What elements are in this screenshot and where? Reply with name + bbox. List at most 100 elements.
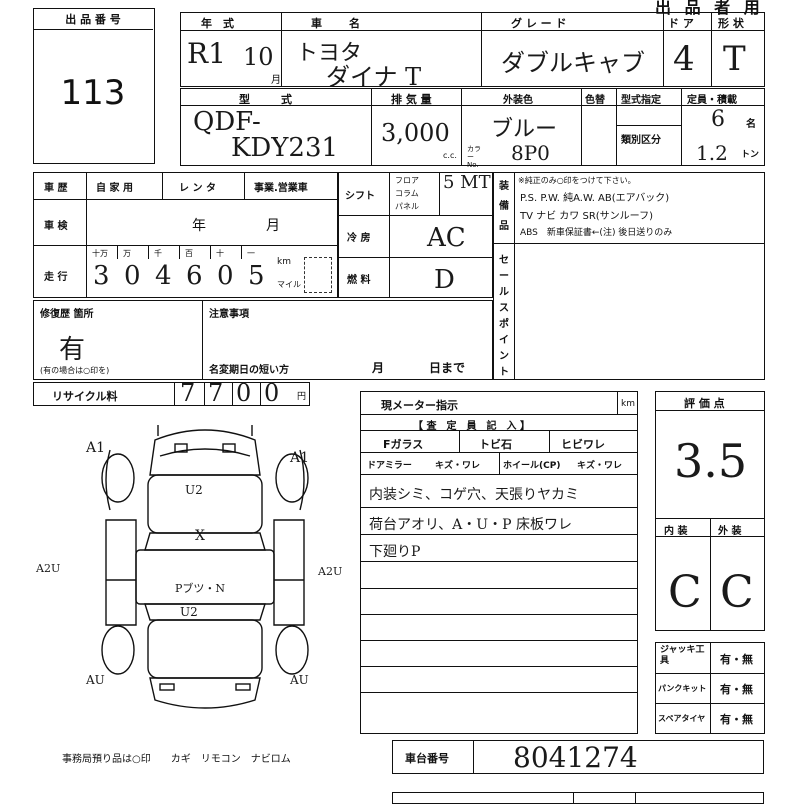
shift-value: 5 MT — [443, 172, 491, 193]
doors-value: 4 — [673, 39, 695, 79]
mileage-label: 走 行 — [44, 272, 68, 283]
mark-rear-right: AU — [290, 673, 309, 687]
tool-jack-label: ジャッキ工具 — [660, 645, 705, 666]
inspection-label: 車 検 — [44, 221, 68, 232]
mileage-digit: 0 — [124, 261, 141, 291]
ac-label: 冷 房 — [347, 233, 371, 244]
business-option: 事業.営業車 — [254, 183, 308, 194]
shape-value: T — [723, 39, 746, 79]
spec-box: 型 式 排 気 量 外装色 色替 型式指定 定員・積載 類別区分 QDF- KD… — [180, 88, 765, 169]
fuel-value: D — [434, 265, 455, 295]
inspector-line-2: 荷台アオリ、A・U・P 床板ワレ — [369, 517, 572, 533]
exterior-label: 外 装 — [718, 526, 742, 537]
tool-puncture-label: パンクキット — [658, 684, 707, 693]
model-code-1: QDF- — [193, 107, 261, 137]
inspector-box: 現メーター指示 km 【 査 定 員 記 入 】 Fガラス トビ石 ヒビワレ ド… — [360, 391, 638, 734]
model-code-label: 型 式 — [239, 93, 302, 106]
ext-color-label: 外装色 — [503, 95, 533, 106]
mileage-digit: 3 — [93, 261, 110, 291]
interior-grade: C — [668, 567, 702, 618]
recycle-unit: 円 — [297, 392, 307, 402]
recycle-digit: 7 — [180, 379, 196, 407]
repair-value: 有 — [59, 335, 86, 365]
year-label: 年 式 — [201, 17, 234, 30]
mileage-digit: 4 — [155, 261, 172, 291]
vehicle-diagram — [101, 425, 309, 709]
mile-unit: マイル — [277, 280, 301, 289]
equipment-label: 装備品 — [499, 181, 509, 232]
chassis-box: 車台番号 8041274 — [392, 740, 764, 774]
recycle-digit-separator — [232, 383, 233, 405]
capacity-persons: 6 — [711, 107, 725, 132]
shift-box: シフト フロア コラム パネル 5 MT 冷 房 AC 燃 料 D — [338, 172, 493, 298]
mileage-digit: 6 — [186, 261, 203, 291]
model-name: ダイナ T — [326, 63, 422, 91]
year-era: R1 — [187, 37, 226, 70]
mark-trunk: U2 — [180, 605, 198, 619]
column-option: コラム — [395, 189, 419, 198]
chassis-label: 車台番号 — [405, 752, 449, 765]
scratch-crack-2: キズ・ワレ — [577, 461, 623, 471]
color-no-value: 8P0 — [511, 141, 550, 165]
mark-front-right: A1 — [290, 450, 310, 466]
mileage-digit-header: 十万 — [92, 249, 108, 258]
history-label: 車 歴 — [44, 183, 68, 194]
recycle-digit-separator — [204, 383, 205, 405]
chip-crack: トビ石 — [479, 438, 512, 451]
meter-km: km — [621, 399, 635, 409]
km-unit: km — [277, 257, 291, 267]
fuel-label: 燃 料 — [347, 275, 371, 286]
maker-name: トヨタ — [296, 41, 363, 66]
header-box: 年 式 車 名 グ レ ー ド ド ア 形 状 R1 10 月 トヨタ ダイナ … — [180, 12, 765, 91]
cc-unit: c.c. — [443, 151, 457, 160]
recycle-label: リサイクル料 — [52, 390, 118, 403]
color-no-label: カラー No. — [467, 145, 481, 169]
repair-sub: (有の場合は○印を) — [40, 366, 110, 375]
capacity-persons-unit: 名 — [746, 119, 756, 130]
rental-option: レ ン タ — [179, 183, 216, 194]
grade-value: ダブルキャブ — [501, 49, 645, 77]
month-suffix: 月 — [271, 75, 281, 86]
doors-label: ド ア — [668, 17, 694, 30]
footer-note: 事務局預り品は○印 カギ リモコン ナビロム — [62, 754, 291, 765]
capacity-load-unit: トン — [741, 150, 760, 160]
int-color-label: 色替 — [585, 95, 605, 106]
category-label: 類別区分 — [621, 135, 661, 146]
bottom-row — [392, 792, 764, 804]
recycle-digit: 0 — [236, 379, 252, 407]
displacement-label: 排 気 量 — [391, 93, 432, 106]
lot-box: 出 品 番 号 113 — [33, 8, 155, 164]
notes-label: 注意事項 — [209, 309, 249, 320]
mark-right-side: A2U — [318, 565, 343, 578]
mark-front-left: A1 — [86, 440, 106, 456]
lot-number: 113 — [60, 73, 126, 113]
sale-point-label: セールスポイント — [499, 255, 509, 378]
wheel-label: ホイール(CP) — [503, 461, 561, 471]
shift-label: シフト — [345, 191, 375, 202]
model-code-2: KDY231 — [231, 133, 339, 163]
door-mirror: ドアミラー — [367, 461, 412, 471]
mark-roof: X — [195, 528, 205, 544]
capacity-load: 1.2 — [696, 141, 728, 165]
shape-label: 形 状 — [718, 17, 744, 30]
tool-spare-label: スペアタイヤ — [658, 714, 706, 723]
hibi-crack: ヒビワレ — [561, 438, 605, 451]
rating-label: 評 価 点 — [684, 397, 725, 410]
private-option: 自 家 用 — [96, 183, 133, 194]
digit-separator — [241, 245, 242, 259]
due-month: 月 — [372, 361, 385, 375]
mark-hood: U2 — [185, 483, 203, 497]
mileage-digit: 0 — [217, 261, 234, 291]
mark-roof-text: Pブツ・N — [175, 582, 226, 595]
equipment-note: ※純正のみ○印をつけて下さい。 — [518, 176, 636, 185]
exterior-grade: C — [720, 567, 754, 618]
grade-label: グ レ ー ド — [511, 17, 567, 30]
ac-value: AC — [427, 223, 466, 253]
displacement-value: 3,000 — [381, 119, 450, 147]
year-month: 10 — [243, 43, 274, 71]
digit-separator — [210, 245, 211, 259]
mileage-digit-header: 千 — [154, 249, 162, 258]
equipment-line-2: TV ナビ カワ SR(サンルーフ) — [520, 211, 653, 222]
scratch-crack-1: キズ・ワレ — [435, 461, 481, 471]
